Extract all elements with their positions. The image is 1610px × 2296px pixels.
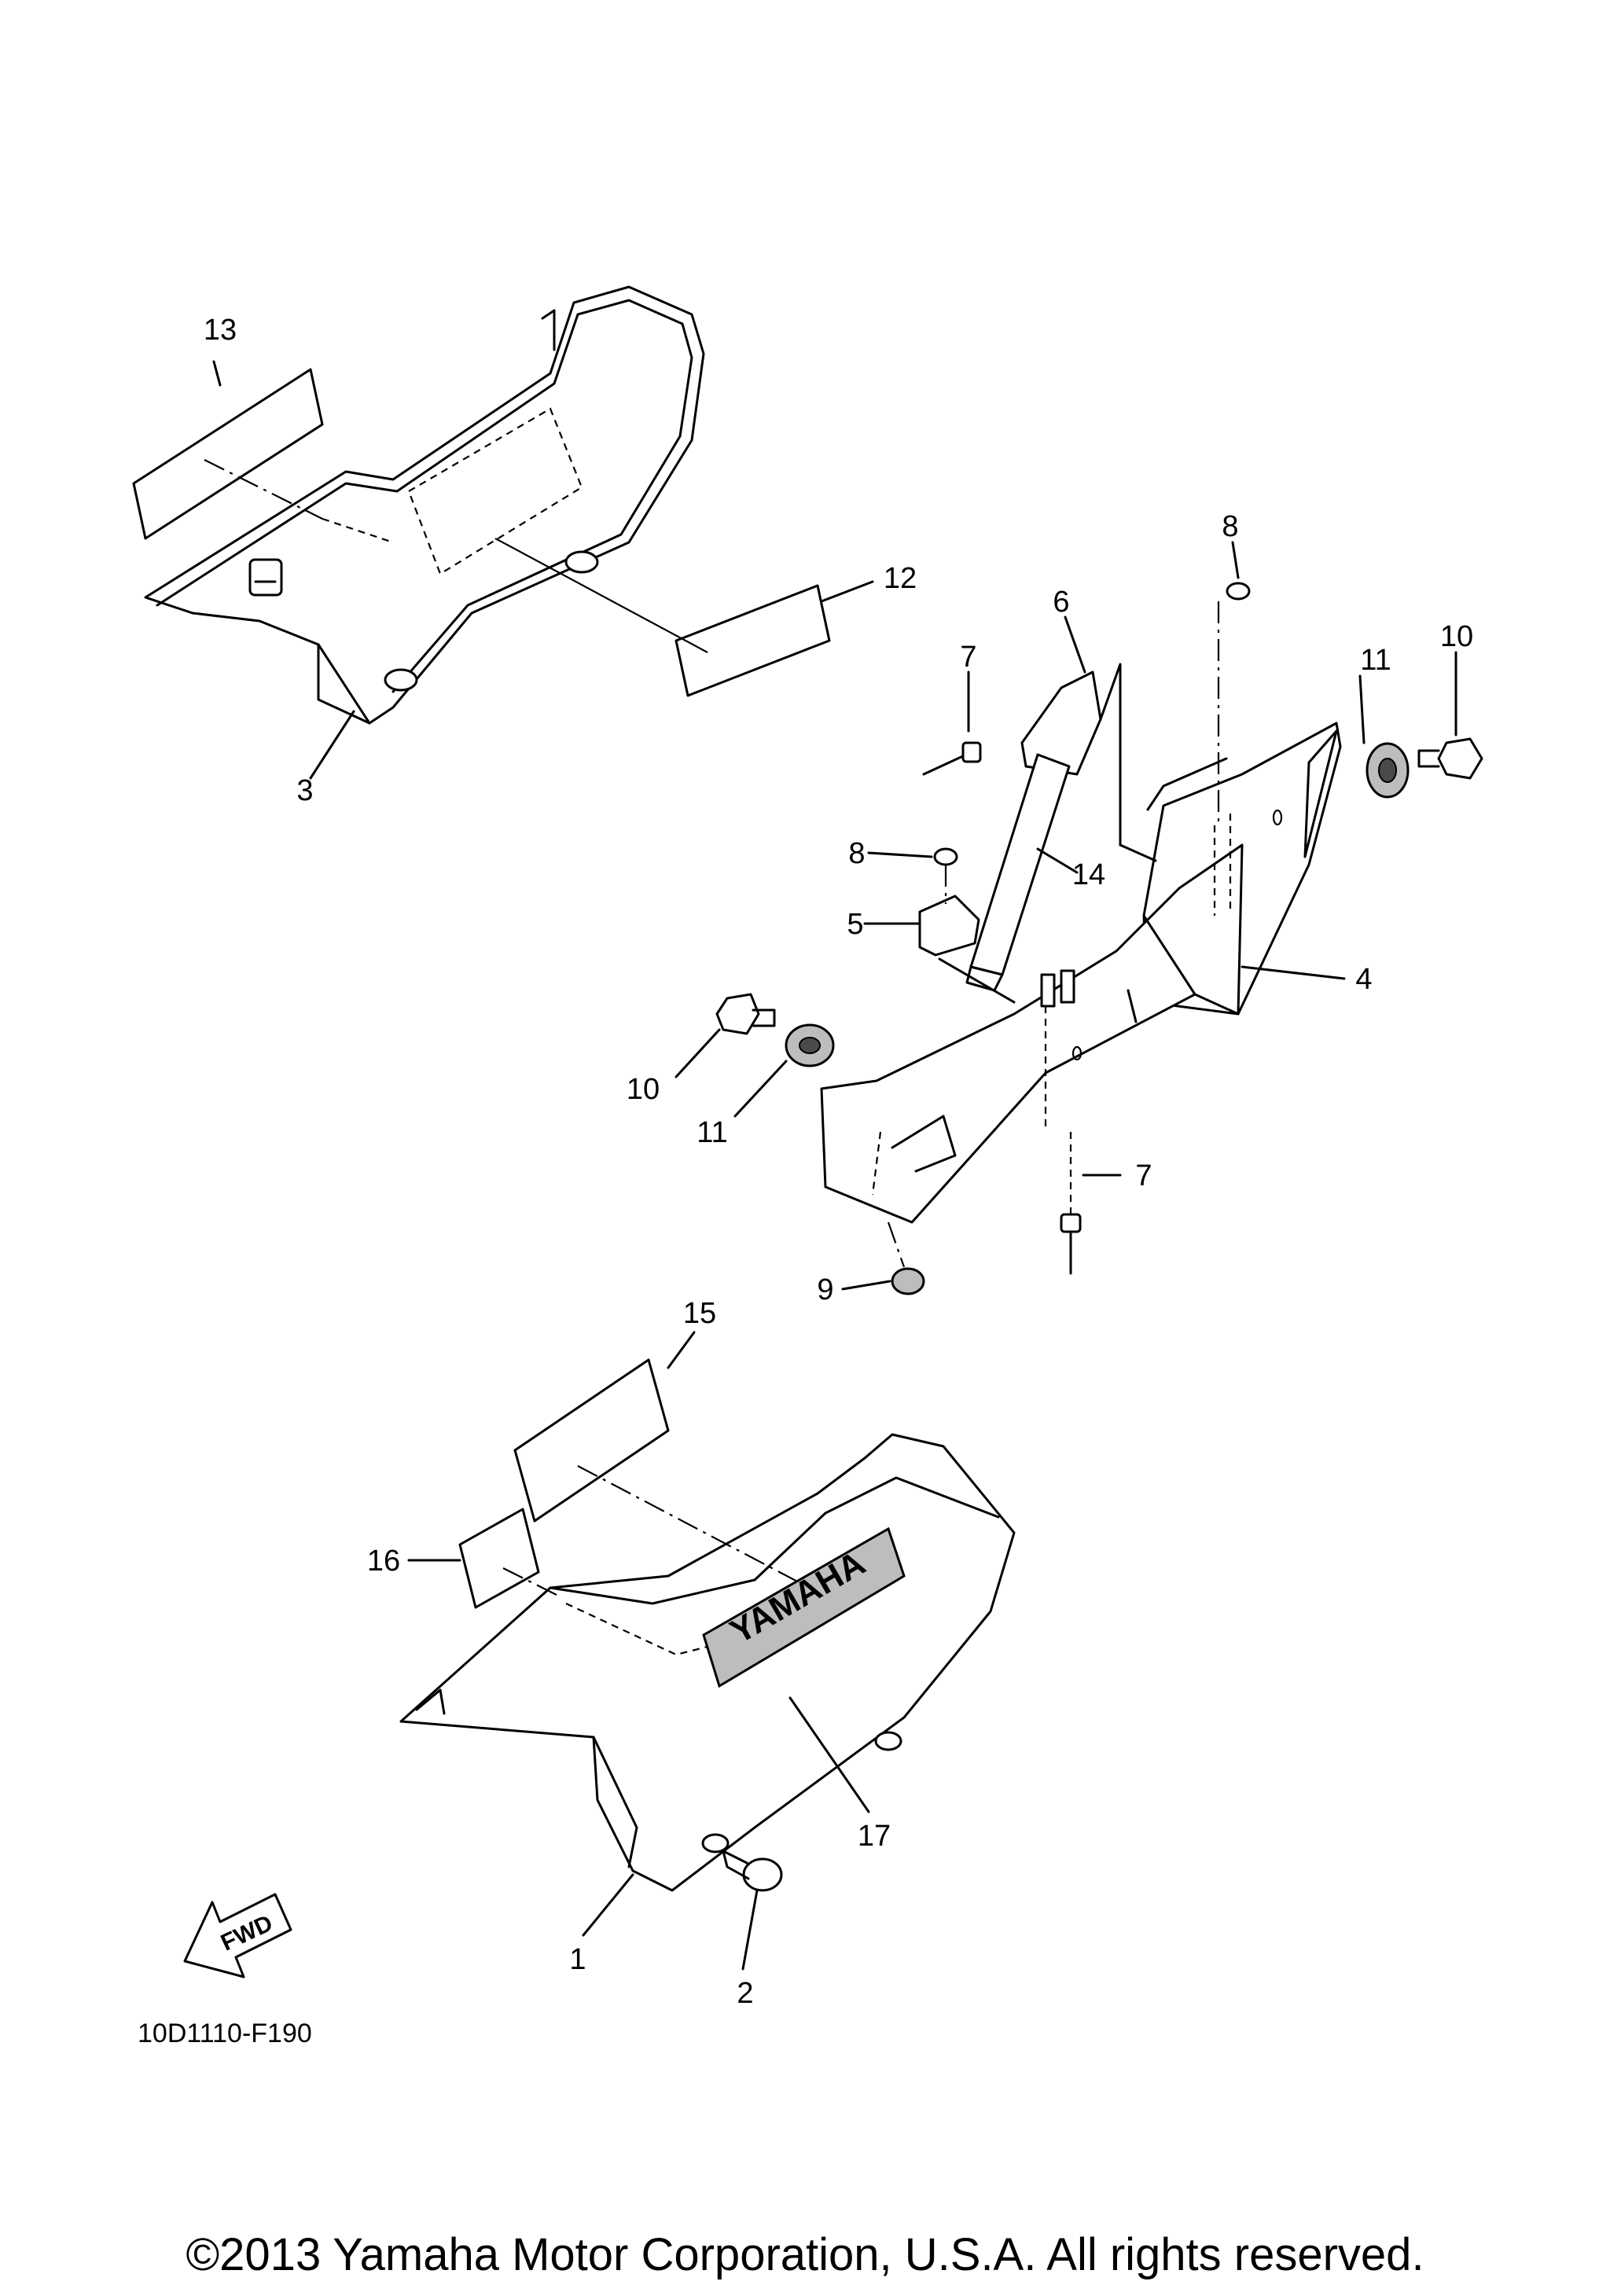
callout-5: 5	[847, 908, 863, 941]
part-15-decal	[132, 368, 324, 540]
callout-15: 13	[204, 314, 237, 347]
part-5-clip	[918, 895, 1016, 1004]
callout-1: 1	[569, 1943, 586, 1976]
callout-10-right: 10	[1440, 620, 1473, 653]
part-4-bracket	[820, 722, 1342, 1224]
part-7-rivet-lower	[1060, 1132, 1082, 1275]
callout-10-left: 10	[627, 1073, 660, 1106]
part-10-bolt-left	[715, 993, 776, 1035]
part-7-rivet-upper	[922, 741, 982, 776]
callout-3: 3	[296, 774, 313, 807]
leader-lines	[212, 360, 1457, 1971]
callout-12: 14	[1072, 858, 1105, 891]
part-11-grommet-right	[1366, 742, 1410, 799]
part-13-decal	[494, 538, 831, 697]
part-6-bracket	[1020, 663, 1157, 862]
callout-8-lower: 8	[848, 837, 865, 870]
drawing-code: 10D1110-F190	[138, 2019, 312, 2048]
part-11-grommet-left	[785, 1023, 835, 1067]
part-2-screw	[722, 1850, 783, 1892]
part-12-strap	[965, 753, 1071, 992]
callout-6: 6	[1053, 586, 1069, 619]
callout-7-lower: 7	[1135, 1159, 1152, 1192]
callout-17: 16	[367, 1545, 400, 1578]
part-8-washer-upper	[1217, 582, 1251, 825]
part-8-washer-lower	[933, 847, 958, 904]
copyright-notice: ©2013 Yamaha Motor Corporation, U.S.A. A…	[186, 2229, 1424, 2280]
part-16-decal	[513, 1358, 803, 1585]
callout-11-right: 11	[1360, 644, 1391, 677]
callout-8-upper: 8	[1222, 510, 1238, 543]
part-3-side-cover-upper	[144, 285, 705, 725]
part-17-decal	[458, 1508, 559, 1609]
part-10-bolt-right	[1417, 737, 1483, 780]
callout-16: 15	[683, 1297, 716, 1330]
callout-14: 17	[858, 1820, 891, 1853]
callout-4: 4	[1355, 963, 1372, 996]
callout-7-upper: 7	[960, 641, 976, 674]
callout-2: 2	[737, 1977, 753, 2010]
callout-labels: 13 12 3 6 7 8 11 10 8 14 5 4 10 11 7 9 1…	[204, 314, 1473, 2010]
fwd-arrow-icon: FWD	[183, 1893, 292, 1978]
callout-11-left: 11	[697, 1116, 727, 1149]
part-1-side-cover-lower	[399, 1433, 1016, 1892]
callout-13: 12	[884, 562, 917, 595]
callout-9: 9	[817, 1273, 833, 1306]
part-9-grommet	[887, 1221, 925, 1295]
